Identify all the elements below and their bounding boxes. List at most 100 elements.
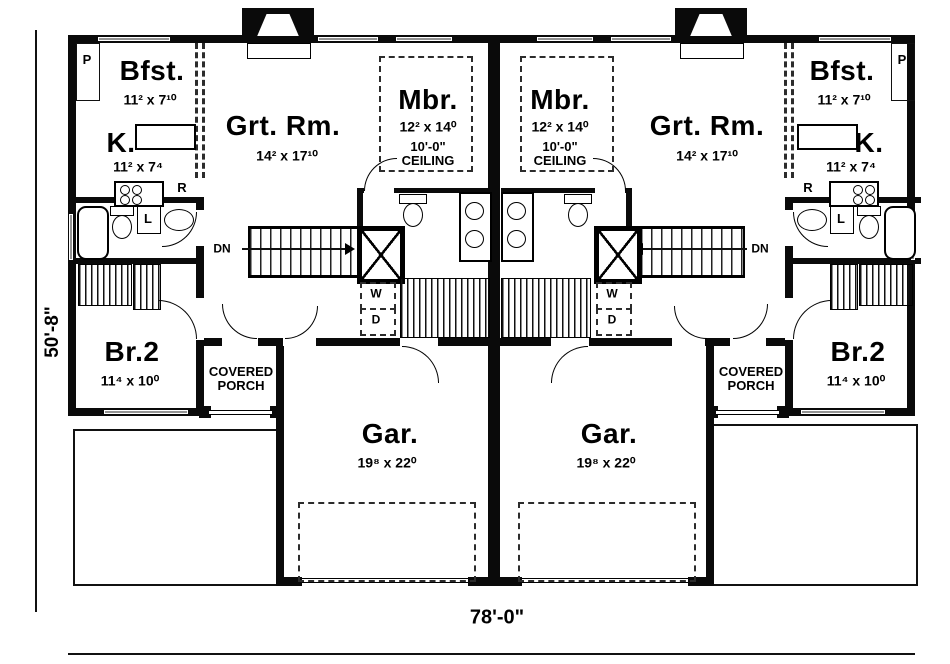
room-label-bedroom2-right: Br.2	[830, 335, 886, 367]
stairs-down-label-right: DN	[751, 241, 769, 256]
room-size-master-left: 12² x 14⁰	[399, 118, 457, 135]
window-bedroom2-right	[801, 410, 885, 414]
garage-front-stub-left	[276, 577, 302, 586]
room-label-kitchen-left: K.	[106, 126, 136, 158]
wall-chase-right	[626, 190, 632, 228]
wall-bath-south-left	[68, 258, 204, 264]
porch-edge-left	[209, 410, 272, 415]
toilet-bowl-master-right	[568, 203, 588, 227]
room-size-breakfast-left: 11² x 7¹⁰	[123, 91, 177, 108]
partition-breakfast-great-right	[784, 43, 794, 178]
room-size-garage-right: 19⁸ x 22⁰	[576, 454, 636, 471]
window-bath-left	[69, 214, 73, 260]
dimension-label-depth: 50'-8"	[42, 306, 63, 358]
room-label-greatroom-right: Grt. Rm.	[649, 109, 765, 141]
vanity-sink-icon	[507, 202, 526, 220]
wall-mbath-north-left	[357, 188, 488, 193]
door-opening-front-right	[730, 338, 766, 346]
door-arc-garage-entry-right	[674, 306, 707, 339]
ceiling-height-right: 10'-0"	[542, 138, 578, 154]
chase-box-left	[357, 226, 405, 284]
door-opening-hall-garage-left	[400, 338, 438, 346]
wall-garage-west	[276, 346, 284, 586]
kitchen-island-right	[797, 124, 858, 150]
room-size-kitchen-left: 11² x 7⁴	[113, 158, 163, 175]
pantry-label-right: P	[897, 51, 907, 67]
burner-icon	[120, 195, 130, 205]
pantry-right	[891, 43, 915, 101]
room-label-garage-left: Gar.	[361, 417, 419, 449]
stairs-left	[248, 226, 364, 278]
room-size-master-right: 12² x 14⁰	[531, 118, 589, 135]
linen-cabinet-left	[137, 206, 161, 234]
door-arc-garage-entry-left	[285, 306, 318, 339]
hearth-right	[680, 43, 744, 59]
room-label-greatroom-left: Grt. Rm.	[225, 109, 341, 141]
room-size-breakfast-right: 11² x 7¹⁰	[817, 91, 871, 108]
stairs-right	[629, 226, 745, 278]
closet-bedroom2-left-b	[133, 264, 161, 310]
porch-edge-right	[716, 410, 779, 415]
wall-garage-east	[706, 346, 714, 586]
toilet-bowl-right	[859, 215, 879, 239]
door-opening-front-left	[222, 338, 258, 346]
vanity-right	[501, 192, 534, 262]
toilet-bowl-master-left	[403, 203, 423, 227]
porch-label-right-line1: COVERED	[718, 363, 784, 379]
stairs-down-label-left: DN	[213, 241, 231, 256]
refrigerator-label-right: R	[803, 179, 813, 195]
linen-label-right: L	[837, 210, 845, 226]
room-size-greatroom-left: 14² x 17¹⁰	[256, 147, 318, 164]
room-label-breakfast-left: Bfst.	[119, 54, 185, 86]
burner-icon	[865, 195, 875, 205]
washer-label-left: W	[370, 286, 382, 301]
window-breakfast-right	[819, 37, 891, 41]
ceiling-word-left: CEILING	[401, 152, 455, 168]
bathtub-right	[884, 206, 916, 260]
stairs-arrow-line-left	[242, 248, 346, 250]
wall-mbath-north-right	[501, 188, 632, 193]
window-greatroom-left	[318, 37, 378, 41]
window-master-left	[396, 37, 452, 41]
range-left	[114, 181, 164, 207]
door-arc-bedroom2-right	[793, 300, 832, 339]
window-master-right	[537, 37, 593, 41]
closet-bedroom2-right-a	[859, 264, 913, 306]
door-opening-hall-garage-right	[551, 338, 589, 346]
firebox-right	[690, 14, 732, 36]
garage-door-track-left	[298, 502, 476, 582]
window-breakfast-left	[98, 37, 170, 41]
burner-icon	[865, 185, 875, 195]
burner-icon	[853, 195, 863, 205]
dryer-label-right: D	[607, 312, 617, 327]
room-label-kitchen-right: K.	[854, 126, 884, 158]
door-opening-garage-entry-right	[672, 338, 705, 346]
door-arc-front-right	[733, 304, 768, 339]
dimension-label-width: 78'-0"	[469, 606, 525, 629]
room-size-kitchen-right: 11² x 7⁴	[826, 158, 876, 175]
room-label-garage-right: Gar.	[580, 417, 638, 449]
ceiling-word-right: CEILING	[533, 152, 587, 168]
closet-bedroom2-right-b	[830, 264, 858, 310]
vanity-sink-icon	[465, 202, 484, 220]
bathtub-left	[77, 206, 109, 260]
window-bedroom2-left	[104, 410, 188, 414]
pantry-left	[76, 43, 100, 101]
room-label-master-right: Mbr.	[530, 83, 590, 115]
porch-label-right-line2: PORCH	[727, 377, 775, 393]
garage-front-stub-center	[468, 577, 522, 586]
garage-front-stub-right	[688, 577, 714, 586]
door-arc-front-left	[222, 304, 257, 339]
linen-label-left: L	[144, 210, 152, 226]
porch-label-left-line2: PORCH	[217, 377, 265, 393]
toilet-bowl-left	[112, 215, 132, 239]
sink-left	[164, 209, 194, 231]
dimension-line-width	[68, 653, 915, 655]
room-size-bedroom2-right: 11⁴ x 10⁰	[826, 372, 886, 389]
door-opening-bath-left	[196, 210, 204, 246]
patio-left	[73, 429, 281, 586]
chase-box-right	[594, 226, 642, 284]
linen-cabinet-right	[830, 206, 854, 234]
dryer-label-left: D	[371, 312, 381, 327]
door-arc-hall-garage-left	[402, 346, 439, 383]
